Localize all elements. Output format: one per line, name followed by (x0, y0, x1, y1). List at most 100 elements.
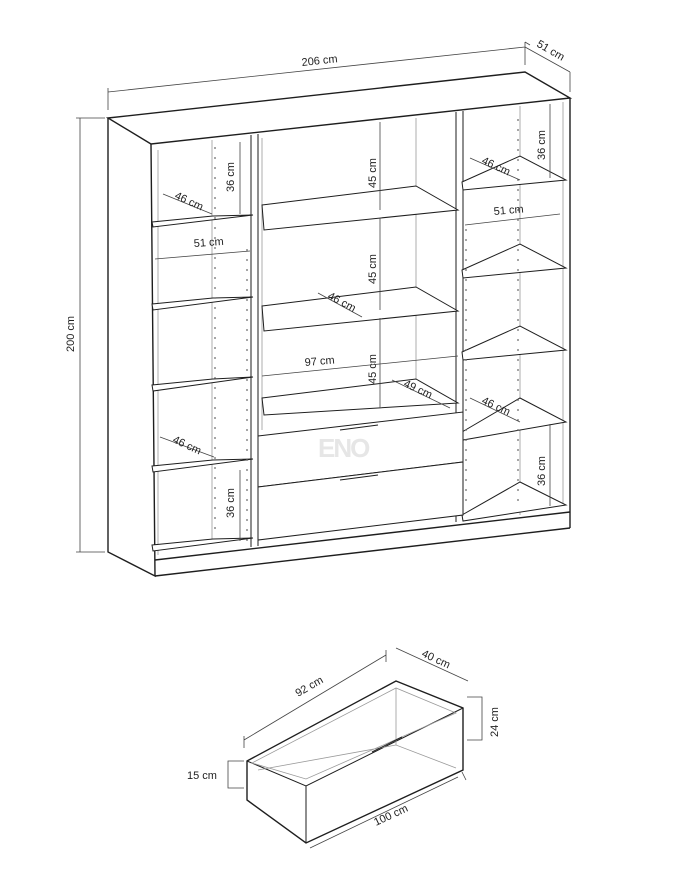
shelf-pin-hole (517, 359, 519, 361)
shelf-pin-hole (465, 289, 467, 291)
shelf-pin-hole (517, 199, 519, 201)
drawer-front-height-label: 15 cm (187, 770, 217, 782)
shelf-pin-hole (246, 489, 248, 491)
shelf-pin-hole (214, 187, 216, 189)
left-bottom (151, 537, 254, 552)
shelf-pin-holes (214, 119, 519, 541)
left-shelf-4 (151, 458, 254, 473)
shelf-pin-hole (214, 357, 216, 359)
brand-watermark: ENO (318, 433, 370, 463)
right-shelf-2 (461, 243, 568, 279)
left-shelf-3 (151, 376, 254, 392)
shelf-pin-hole (517, 239, 519, 241)
height-label: 200 cm (65, 316, 77, 352)
shelf-pin-hole (465, 409, 467, 411)
shelf-pin-hole (465, 239, 467, 241)
shelf-pin-hole (246, 279, 248, 281)
shelf-pin-hole (214, 287, 216, 289)
shelf-pin-hole (465, 299, 467, 301)
shelf-pin-hole (246, 519, 248, 521)
shelf-pin-hole (246, 329, 248, 331)
shelf-pin-hole (214, 217, 216, 219)
shelf-pin-hole (465, 369, 467, 371)
shelf-pin-hole (517, 249, 519, 251)
shelf-pin-hole (214, 397, 216, 399)
shelf-pin-hole (517, 229, 519, 231)
shelf-pin-hole (246, 499, 248, 501)
right-top-height-label: 36 cm (536, 130, 548, 160)
drawer-box-outer (246, 680, 464, 844)
shelf-pin-hole (465, 339, 467, 341)
drawer-height-label: 24 cm (489, 707, 501, 737)
shelf-pin-hole (214, 167, 216, 169)
center-shelf-1 (261, 185, 460, 231)
shelf-pin-hole (465, 319, 467, 321)
shelf-pin-hole (517, 349, 519, 351)
center-shelf-2 (261, 286, 460, 332)
shelf-pin-hole (214, 257, 216, 259)
drawer-box-handle-cutout (371, 736, 403, 753)
center-shelf-depth-arrow (317, 292, 363, 318)
shelf-pin-hole (465, 259, 467, 261)
drawer-depth-detail-label: 40 cm (420, 648, 452, 672)
shelf-pin-hole (517, 479, 519, 481)
shelf-pin-hole (517, 129, 519, 131)
shelf-pin-hole (517, 309, 519, 311)
shelf-pin-hole (465, 249, 467, 251)
width-dimension-line (107, 42, 526, 110)
drawer-depth-arrow (391, 379, 451, 409)
shelf-pin-hole (465, 399, 467, 401)
center-inner-back (261, 118, 417, 430)
drawer-top-handle (339, 424, 379, 431)
shelf-pin-hole (465, 389, 467, 391)
shelf-pin-hole (465, 419, 467, 421)
center-inner-width-label: 97 cm (304, 354, 335, 369)
shelf-pin-hole (214, 337, 216, 339)
shelf-pin-hole (517, 399, 519, 401)
shelf-pin-hole (214, 177, 216, 179)
shelf-pin-hole (214, 427, 216, 429)
center-height-bottom-label: 45 cm (367, 354, 379, 384)
shelf-pin-hole (465, 499, 467, 501)
shelf-pin-hole (214, 447, 216, 449)
shelf-pin-hole (465, 279, 467, 281)
shelf-pin-hole (465, 269, 467, 271)
right-shelf-3 (461, 325, 568, 361)
shelf-pin-hole (465, 329, 467, 331)
right-inner-width-arrow (464, 213, 561, 226)
right-shelf-depth-arrow-bottom (469, 397, 521, 423)
shelf-pin-hole (214, 477, 216, 479)
center-inner-width-arrow (261, 355, 459, 377)
shelf-pin-hole (214, 197, 216, 199)
shelf-pin-hole (465, 489, 467, 491)
shelf-pin-hole (246, 349, 248, 351)
left-shelf-2 (151, 296, 254, 311)
shelf-pin-hole (214, 207, 216, 209)
shelf-pin-hole (465, 479, 467, 481)
shelf-pin-hole (214, 317, 216, 319)
shelf-pin-hole (517, 139, 519, 141)
shelf-pin-hole (214, 367, 216, 369)
left-shelf-depth-arrow-bottom (159, 436, 215, 458)
shelf-pin-hole (246, 479, 248, 481)
shelf-pin-hole (517, 159, 519, 161)
shelf-pin-hole (246, 419, 248, 421)
shelf-pin-hole (214, 277, 216, 279)
shelf-pin-hole (465, 439, 467, 441)
shelf-pin-hole (465, 349, 467, 351)
shelf-pin-hole (517, 209, 519, 211)
shelf-pin-hole (214, 297, 216, 299)
left-top-height-label: 36 cm (225, 162, 237, 192)
shelf-pin-hole (246, 389, 248, 391)
shelf-pin-hole (214, 417, 216, 419)
right-bottom (461, 481, 568, 522)
shelf-pin-hole (214, 497, 216, 499)
shelf-pin-hole (465, 469, 467, 471)
left-shelf-1 (151, 214, 254, 228)
shelf-pin-hole (246, 469, 248, 471)
shelf-pin-hole (214, 437, 216, 439)
shelf-pin-hole (214, 327, 216, 329)
shelf-pin-hole (246, 319, 248, 321)
shelf-pin-hole (214, 147, 216, 149)
shelf-pin-hole (246, 309, 248, 311)
